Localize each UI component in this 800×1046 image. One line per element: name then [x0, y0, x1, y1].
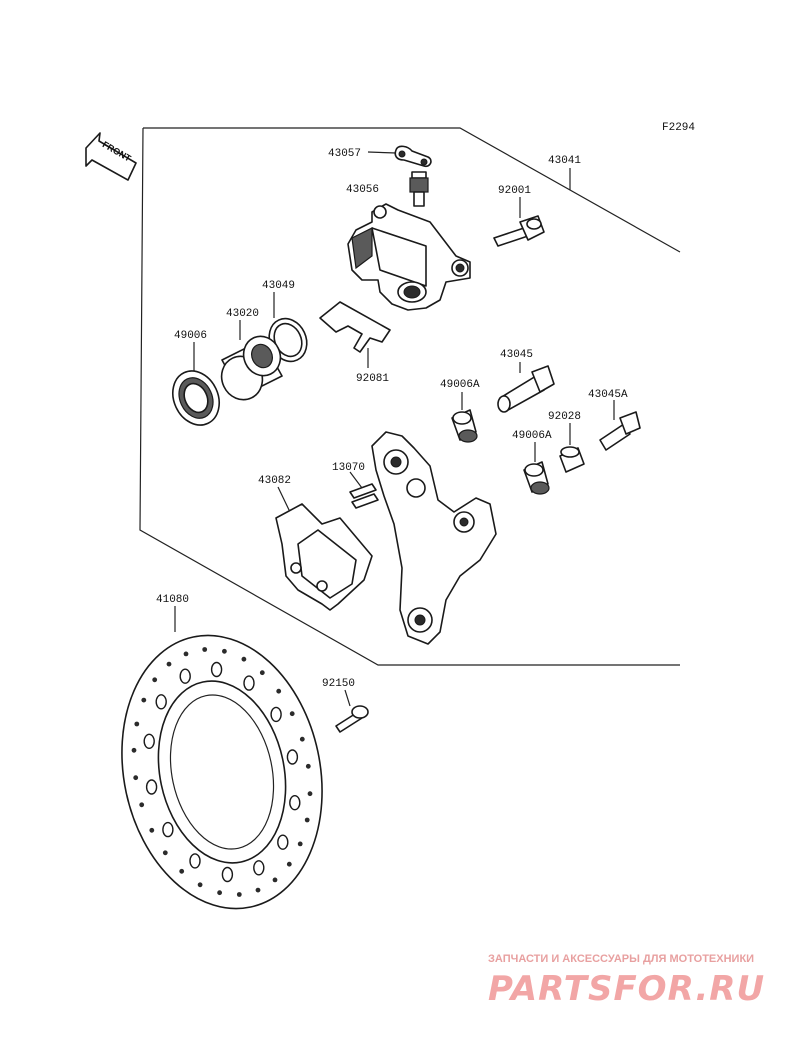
front-arrow-icon: FRONT	[85, 132, 137, 181]
brake-disc	[121, 634, 323, 910]
caliper-body	[347, 203, 471, 311]
dust-seal	[172, 370, 220, 426]
part-label-92028: 92028	[548, 411, 581, 423]
boot-lower	[523, 461, 550, 495]
part-label-41080: 41080	[156, 594, 189, 606]
part-label-43057: 43057	[328, 148, 361, 160]
part-label-49006A-lower: 49006A	[512, 430, 552, 442]
leader-lines	[174, 151, 615, 707]
bleeder-cap	[394, 145, 432, 168]
pad-spring	[319, 301, 391, 353]
part-label-43045A: 43045A	[588, 389, 628, 401]
part-label-92081: 92081	[356, 373, 389, 385]
slide-pin-sleeve	[497, 365, 555, 413]
part-label-43020: 43020	[226, 308, 259, 320]
brake-pads	[275, 503, 373, 611]
watermark: ЗАПЧАСТИ И АКСЕССУАРЫ ДЛЯ МОТОТЕХНИКИ PA…	[488, 953, 765, 1009]
watermark-brand: PARTSFOR.RU	[488, 969, 765, 1009]
part-label-43082: 43082	[258, 475, 291, 487]
part-label-49006: 49006	[174, 330, 207, 342]
part-label-92150: 92150	[322, 678, 355, 690]
collar	[559, 446, 585, 473]
mounting-bolt	[493, 215, 545, 247]
part-labels: 43057 43056 43041 92001 43049 43020 4900…	[156, 148, 628, 690]
watermark-subtitle: ЗАПЧАСТИ И АКСЕССУАРЫ ДЛЯ МОТОТЕХНИКИ	[488, 953, 754, 965]
pad-clip	[349, 483, 379, 509]
slide-pin	[599, 411, 641, 451]
boot-upper	[451, 409, 478, 443]
part-label-43049: 43049	[262, 280, 295, 292]
part-label-92001: 92001	[498, 185, 531, 197]
assembly-frame	[139, 127, 681, 666]
disc-bolt	[335, 705, 369, 733]
part-label-43041: 43041	[548, 155, 581, 167]
part-label-43045: 43045	[500, 349, 533, 361]
disc-holes	[131, 647, 313, 897]
part-label-49006A-upper: 49006A	[440, 379, 480, 391]
part-label-13070: 13070	[332, 462, 365, 474]
figure-code: F2294	[662, 122, 695, 134]
caliper-piston	[220, 335, 283, 401]
caliper-bracket	[371, 431, 497, 645]
bleeder-valve	[409, 171, 429, 207]
part-label-43056: 43056	[346, 184, 379, 196]
